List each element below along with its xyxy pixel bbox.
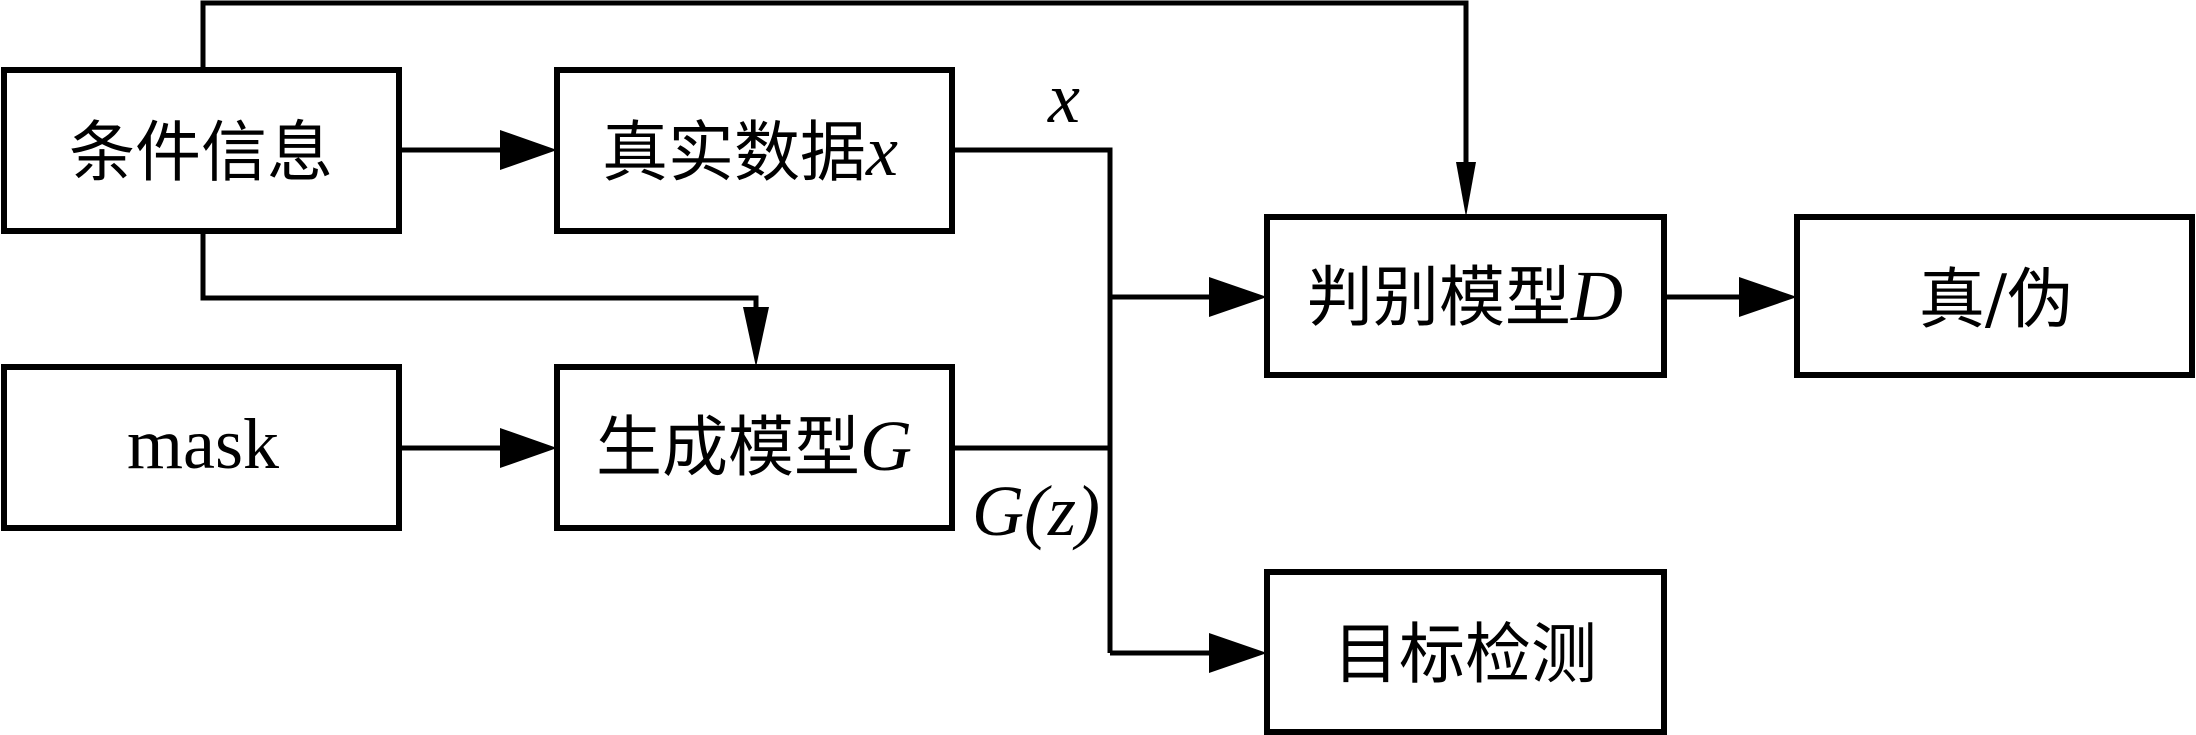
node-discriminator-text: 判别模型D bbox=[1307, 256, 1623, 336]
node-discriminator-symbol: D bbox=[1570, 256, 1623, 336]
node-real-fake: 真/伪 bbox=[1794, 214, 2195, 378]
node-mask-label: mask bbox=[127, 404, 279, 484]
node-generator: 生成模型G bbox=[554, 364, 955, 531]
arrowhead-into-detection bbox=[1209, 633, 1267, 673]
edge-real-data-to-junction bbox=[952, 147, 1113, 653]
edge-label-gz: G(z) bbox=[972, 471, 1100, 551]
arrowhead-into-real-data bbox=[500, 130, 557, 170]
node-real-data: 真实数据x bbox=[554, 67, 955, 234]
node-real-data-text: 真实数据x bbox=[602, 111, 898, 191]
arrowhead-into-generator bbox=[500, 428, 557, 468]
arrowhead-into-real-fake bbox=[1739, 277, 1797, 317]
node-discriminator-label: 判别模型 bbox=[1307, 259, 1571, 336]
node-detection: 目标检测 bbox=[1264, 569, 1667, 735]
node-generator-symbol: G bbox=[860, 406, 912, 486]
node-condition: 条件信息 bbox=[1, 67, 402, 234]
connectors bbox=[200, 0, 1797, 673]
node-mask: mask bbox=[1, 364, 402, 531]
node-discriminator: 判别模型D bbox=[1264, 214, 1667, 378]
edge-label-x: x bbox=[1047, 58, 1080, 138]
node-generator-text: 生成模型G bbox=[596, 406, 912, 486]
node-real-data-symbol: x bbox=[865, 111, 898, 191]
node-real-fake-label: 真/伪 bbox=[1919, 261, 2073, 338]
node-generator-label: 生成模型 bbox=[596, 409, 860, 486]
arrowhead-into-generator-top bbox=[743, 307, 769, 367]
node-condition-label: 条件信息 bbox=[69, 114, 333, 191]
edge-condition-to-discriminator bbox=[200, 0, 1469, 170]
arrowhead-into-discriminator-top bbox=[1456, 162, 1476, 217]
arrowhead-into-discriminator bbox=[1209, 277, 1267, 317]
node-detection-label: 目标检测 bbox=[1333, 616, 1597, 693]
node-real-data-label: 真实数据 bbox=[602, 114, 866, 191]
edge-condition-to-generator bbox=[200, 231, 759, 320]
